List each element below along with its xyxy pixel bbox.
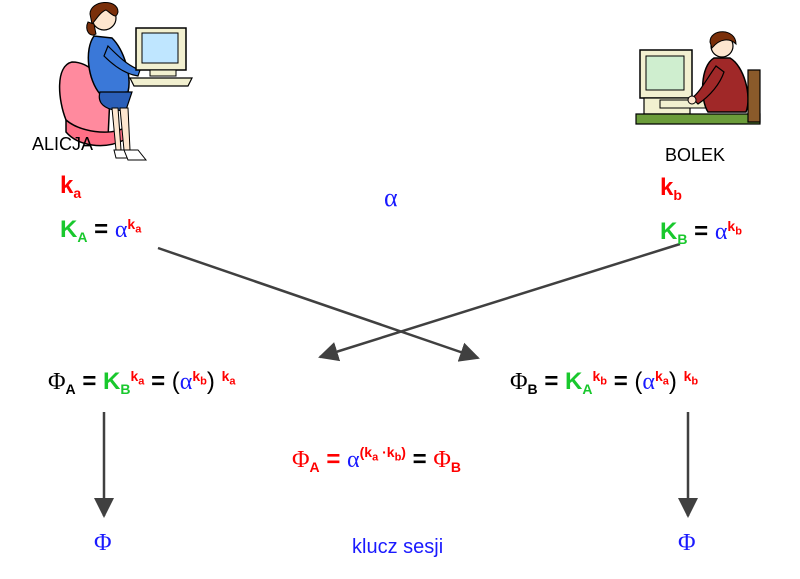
bolek-name: BOLEK: [665, 145, 726, 165]
bolek-public-key-eq: KB = αkb: [660, 217, 742, 247]
arrow-alicja-to-bolek: [157, 246, 480, 362]
shared-base-alpha: α: [384, 183, 398, 212]
arrow-bolek-to-alicja: [318, 242, 681, 362]
alicja-figure-icon: [58, 2, 193, 161]
alicja-private-key: ka: [60, 172, 82, 201]
phi-a-equation: ΦA = KBka = (αkb) ka: [48, 367, 236, 397]
alicja-public-key-eq: KA = αka: [60, 215, 142, 245]
bolek-figure-icon: [635, 31, 761, 125]
result-phi-left: Φ: [94, 530, 112, 556]
shared-secret-equation: ΦA = α(ka ·kb) = ΦB: [292, 443, 461, 475]
alicja-name: ALICJA: [32, 134, 94, 154]
session-key-caption: klucz sesji: [352, 536, 444, 558]
phi-b-equation: ΦB = KAkb = (αka) kb: [510, 367, 699, 397]
result-phi-right: Φ: [678, 530, 696, 556]
bolek-private-key: kb: [660, 174, 682, 203]
